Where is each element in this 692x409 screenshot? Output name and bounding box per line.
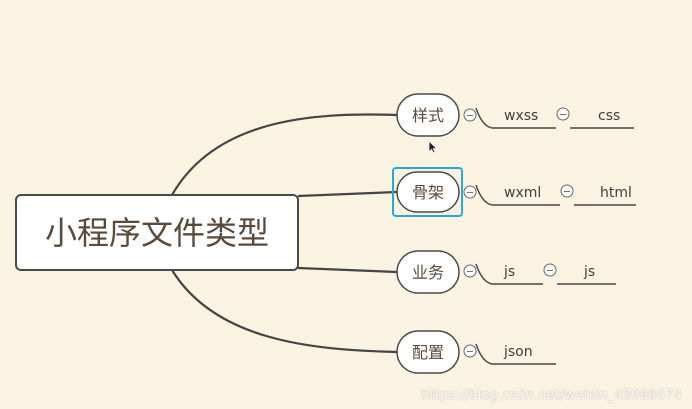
connectors (171, 113, 398, 354)
connector-config (171, 269, 398, 354)
branch-node-shape (396, 93, 460, 137)
leaf-label[interactable]: json (503, 344, 533, 360)
collapse-toggle-skeleton-leaf[interactable]: − (560, 184, 574, 198)
branch-node-shape (396, 330, 460, 374)
branch-node-shape (396, 171, 460, 213)
collapse-toggle-style-leaf[interactable]: − (556, 107, 570, 121)
selection-highlight (392, 167, 463, 217)
branch-node-skeleton[interactable]: 骨架 (396, 171, 460, 213)
connector-style (171, 113, 398, 196)
connector-business (297, 266, 398, 274)
branch-label: 业务 (412, 263, 444, 282)
leafline-skeleton-a (475, 184, 560, 206)
collapse-minus-icon: − (466, 188, 474, 199)
mouse-pointer-icon (428, 140, 438, 154)
collapse-minus-icon: − (466, 111, 474, 122)
leafline-style-a (475, 107, 556, 129)
connector-skeleton (297, 190, 398, 198)
collapse-toggle-business[interactable]: − (463, 264, 477, 278)
leaf-label[interactable]: js (503, 264, 515, 280)
leafline-business-a (475, 263, 543, 285)
branch-label: 骨架 (412, 183, 444, 202)
branch-node-shape (396, 250, 460, 294)
leaf-label[interactable]: js (583, 264, 595, 280)
collapse-minus-icon: − (563, 187, 571, 198)
collapse-minus-icon: − (546, 266, 554, 277)
collapse-toggle-config[interactable]: − (463, 344, 477, 358)
collapse-toggle-business-leaf[interactable]: − (543, 263, 557, 277)
branch-label: 配置 (412, 343, 444, 362)
leaf-lines (475, 107, 636, 365)
collapse-toggle-style[interactable]: − (463, 108, 477, 122)
branch-label: 样式 (412, 106, 444, 125)
collapse-minus-icon: − (466, 267, 474, 278)
branch-node-config[interactable]: 配置 (396, 330, 460, 374)
leaf-label[interactable]: html (600, 185, 632, 201)
collapse-minus-icon: − (559, 110, 567, 121)
branch-node-style[interactable]: 样式 (396, 93, 460, 137)
leaf-label[interactable]: wxss (504, 108, 538, 124)
branch-node-business[interactable]: 业务 (396, 250, 460, 294)
leaf-label[interactable]: wxml (504, 185, 541, 201)
leafline-config-a (475, 343, 556, 365)
root-label: 小程序文件类型 (45, 214, 269, 252)
watermark: https://blog.csdn.net/weixin_45966674 (421, 388, 682, 403)
collapse-toggle-skeleton[interactable]: − (463, 185, 477, 199)
leaf-label[interactable]: css (598, 108, 620, 124)
root-node[interactable]: 小程序文件类型 (15, 194, 299, 271)
collapse-minus-icon: − (466, 347, 474, 358)
